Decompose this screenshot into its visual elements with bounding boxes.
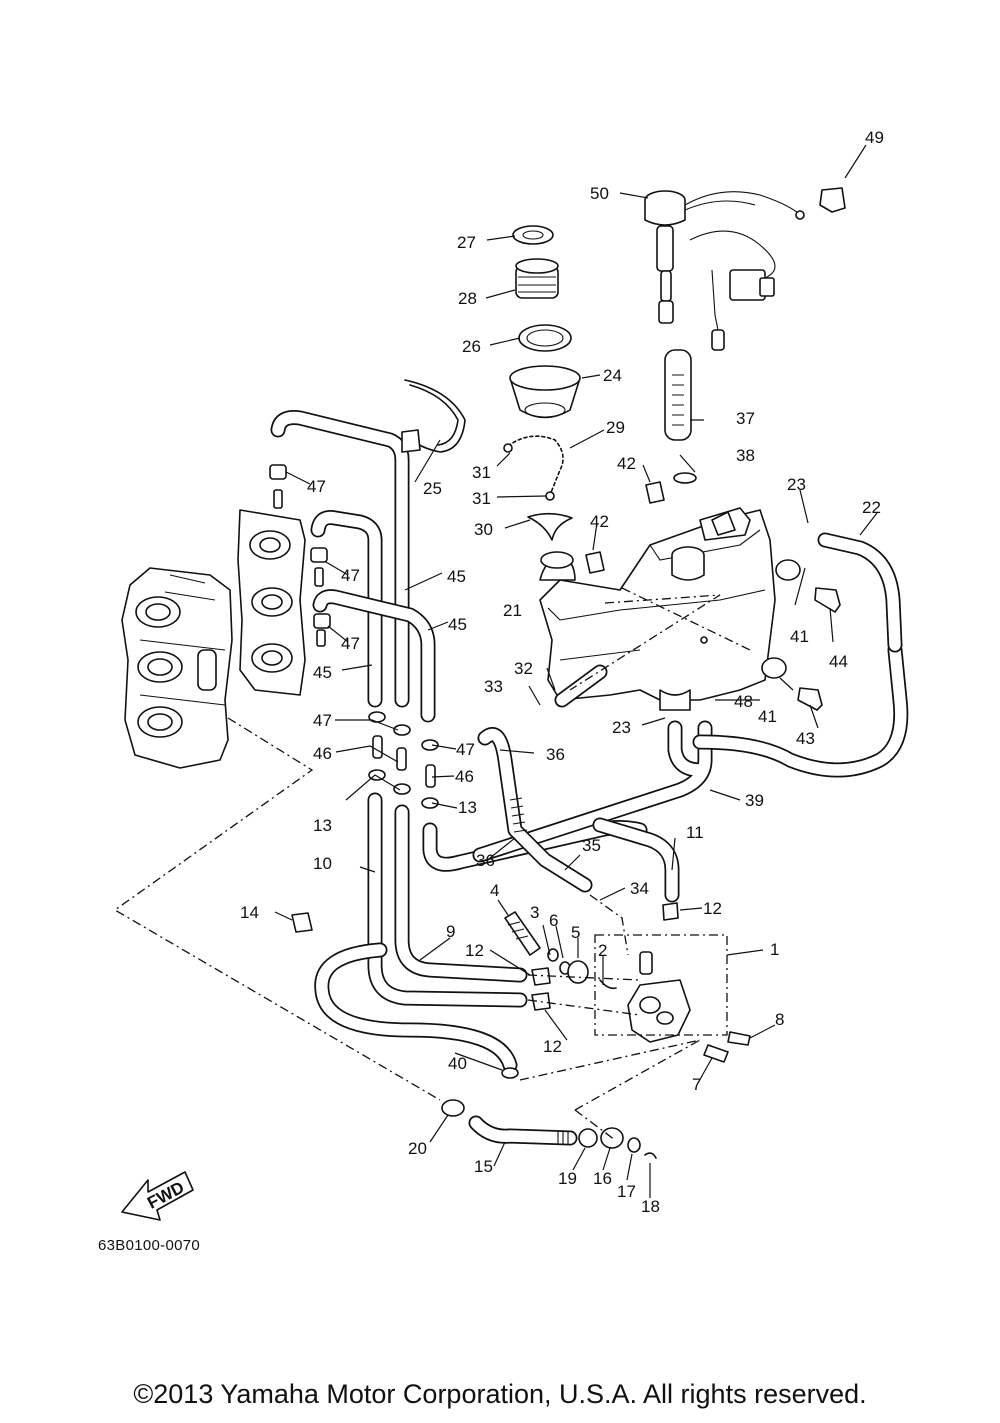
callout-12c: 12 xyxy=(543,1037,562,1056)
grommet-bolt-drawing xyxy=(585,481,841,711)
callout-31a: 31 xyxy=(472,463,491,482)
pipe-32-drawing xyxy=(554,664,608,708)
callout-33: 33 xyxy=(484,677,503,696)
callout-45c: 45 xyxy=(313,663,332,682)
callout-21: 21 xyxy=(503,601,522,620)
callout-20: 20 xyxy=(408,1139,427,1158)
callout-42a: 42 xyxy=(617,454,636,473)
filler-parts-drawing xyxy=(509,225,581,419)
callout-41b: 41 xyxy=(758,707,777,726)
callout-35: 35 xyxy=(582,836,601,855)
callout-4: 4 xyxy=(490,881,499,900)
callout-32: 32 xyxy=(514,659,533,678)
callout-47c: 47 xyxy=(341,634,360,653)
callout-47e: 47 xyxy=(456,740,475,759)
leader-lines xyxy=(274,144,878,1198)
callout-31b: 31 xyxy=(472,489,491,508)
callout-25: 25 xyxy=(423,479,442,498)
callout-27: 27 xyxy=(457,233,476,252)
callout-10: 10 xyxy=(313,854,332,873)
callout-34: 34 xyxy=(630,879,649,898)
hose-45-drawing xyxy=(270,410,436,723)
hose-22-drawing xyxy=(817,532,903,653)
copyright-notice: ©2013 Yamaha Motor Corporation, U.S.A. A… xyxy=(133,1379,867,1409)
callout-29: 29 xyxy=(606,418,625,437)
strap-25-drawing xyxy=(401,379,466,453)
callout-17: 17 xyxy=(617,1182,636,1201)
callout-48: 48 xyxy=(734,692,753,711)
callout-24: 24 xyxy=(603,366,622,385)
callout-26: 26 xyxy=(462,337,481,356)
oil-tank-drawing xyxy=(539,507,776,711)
callout-2: 2 xyxy=(598,941,607,960)
diagram-code: 63B0100-0070 xyxy=(98,1237,201,1254)
clip-12-drawing xyxy=(531,902,679,1011)
callout-15: 15 xyxy=(474,1157,493,1176)
callout-12a: 12 xyxy=(703,899,722,918)
callout-50: 50 xyxy=(590,184,609,203)
callout-47d: 47 xyxy=(313,711,332,730)
chain-29-drawing xyxy=(503,435,573,541)
callout-11: 11 xyxy=(686,823,704,842)
callout-36b: 36 xyxy=(476,851,495,870)
callout-38: 38 xyxy=(736,446,755,465)
callout-40: 40 xyxy=(448,1054,467,1073)
hose-39-11-drawing xyxy=(472,642,909,903)
callout-23a: 23 xyxy=(787,475,806,494)
hose-36-drawing xyxy=(477,727,593,893)
pipe-15-drawing xyxy=(441,1099,657,1159)
callout-3: 3 xyxy=(530,903,539,922)
callout-42b: 42 xyxy=(590,512,609,531)
callout-8: 8 xyxy=(775,1010,784,1029)
oil-pump-drawing xyxy=(504,911,751,1063)
callout-23b: 23 xyxy=(612,718,631,737)
callout-9: 9 xyxy=(446,922,455,941)
carburetor-assembly-drawing xyxy=(121,509,306,769)
callout-30: 30 xyxy=(474,520,493,539)
clamp-49-drawing xyxy=(819,187,846,213)
callout-labels: 1 2 3 4 5 6 7 8 9 10 11 12 12 12 13 13 1… xyxy=(240,128,884,1216)
callout-14: 14 xyxy=(240,903,259,922)
oil-level-sensor-drawing xyxy=(644,190,805,484)
callout-47a: 47 xyxy=(307,477,326,496)
callout-12b: 12 xyxy=(465,941,484,960)
callout-43: 43 xyxy=(796,729,815,748)
callout-49: 49 xyxy=(865,128,884,147)
callout-18: 18 xyxy=(641,1197,660,1216)
callout-45b: 45 xyxy=(448,615,467,634)
forward-direction-arrow: FWD xyxy=(121,1171,194,1221)
callout-39: 39 xyxy=(745,791,764,810)
callout-45a: 45 xyxy=(447,567,466,586)
callout-13a: 13 xyxy=(458,798,477,817)
callout-37: 37 xyxy=(736,409,755,428)
callout-47b: 47 xyxy=(341,566,360,585)
callout-5: 5 xyxy=(571,923,580,942)
callout-46a: 46 xyxy=(313,744,332,763)
callout-16: 16 xyxy=(593,1169,612,1188)
callout-6: 6 xyxy=(549,911,558,930)
callout-46b: 46 xyxy=(455,767,474,786)
callout-41a: 41 xyxy=(790,627,809,646)
callout-22: 22 xyxy=(862,498,881,517)
callout-7: 7 xyxy=(692,1075,701,1094)
reference-lines xyxy=(113,587,751,1141)
callout-19: 19 xyxy=(558,1169,577,1188)
callout-1: 1 xyxy=(770,940,779,959)
callout-36a: 36 xyxy=(546,745,565,764)
clip-47-drawing xyxy=(269,464,331,647)
hose-joint-cluster xyxy=(368,711,439,809)
clip-14-drawing xyxy=(291,912,313,933)
callout-13b: 13 xyxy=(313,816,332,835)
callout-28: 28 xyxy=(458,289,477,308)
callout-44: 44 xyxy=(829,652,848,671)
